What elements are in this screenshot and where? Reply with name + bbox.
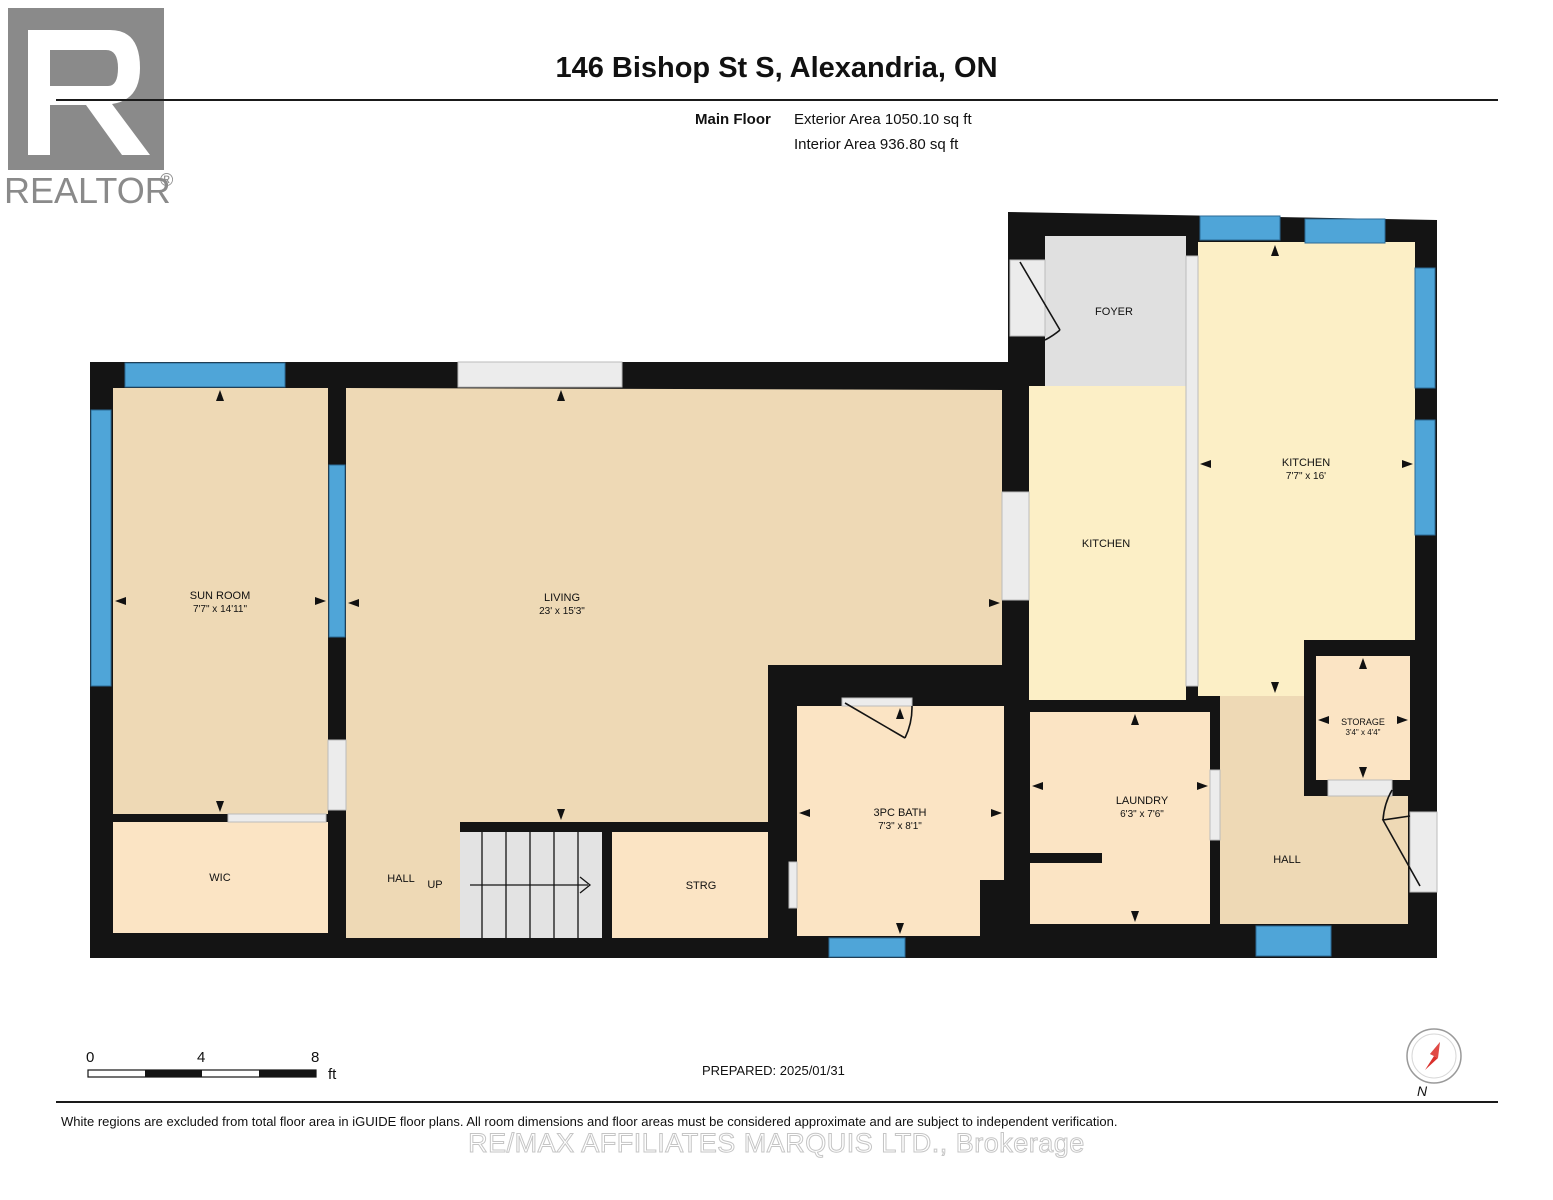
floor-name: Main Floor (695, 111, 771, 128)
laundry-label: LAUNDRY (1116, 795, 1169, 807)
exterior-area: Exterior Area 1050.10 sq ft (794, 111, 972, 128)
hall-east-floor (1220, 696, 1408, 924)
wic-floor (113, 822, 328, 933)
floor-plan: FOYER KITCHEN KITCHEN 7'7" x 16' SUN ROO… (90, 212, 1438, 958)
living-floor (346, 388, 1002, 938)
door-swings (844, 261, 1421, 887)
page-title: 146 Bishop St S, Alexandria, ON (555, 52, 998, 84)
stair-up-label: UP (427, 879, 442, 891)
living-dims: 23' x 15'3" (539, 606, 585, 617)
strg-label: STRG (686, 880, 717, 892)
scale-tick-0: 0 (86, 1049, 94, 1066)
dimension-arrows (115, 245, 1413, 934)
bath-dims: 7'3" x 8'1" (878, 821, 922, 832)
prepared-date: PREPARED: 2025/01/31 (702, 1063, 845, 1078)
bath-floor (797, 706, 1004, 936)
header-divider (56, 99, 1498, 101)
wic-label: WIC (209, 872, 230, 884)
registered-mark: ® (160, 170, 173, 190)
realtor-wordmark: REALTOR (4, 170, 171, 211)
storage-label: STORAGE (1341, 717, 1385, 727)
sun-room-label: SUN ROOM (190, 590, 251, 602)
scale-bar: 0 4 8 ft (86, 1049, 337, 1083)
openings (227, 255, 1438, 909)
storage-floor (1316, 656, 1410, 780)
kitchen-east-floor (1198, 242, 1415, 696)
living-label: LIVING (544, 592, 580, 604)
footer-divider (56, 1101, 1498, 1103)
bath-label: 3PC BATH (874, 807, 927, 819)
compass-north-label: N (1417, 1083, 1428, 1099)
hall-east-label: HALL (1273, 854, 1301, 866)
kitchen-east-label: KITCHEN (1282, 457, 1330, 469)
interior-area: Interior Area 936.80 sq ft (794, 136, 959, 153)
kitchen-west-label: KITCHEN (1082, 538, 1130, 550)
scale-unit: ft (328, 1066, 337, 1083)
foyer-floor (1045, 236, 1186, 386)
foyer-label: FOYER (1095, 306, 1133, 318)
sun-room-dims: 7'7" x 14'11" (193, 604, 248, 615)
scale-tick-8: 8 (311, 1049, 319, 1066)
strg-floor (612, 832, 789, 938)
laundry-floor (1030, 712, 1210, 924)
compass-icon: N (1406, 1028, 1462, 1099)
kitchen-east-dims: 7'7" x 16' (1286, 471, 1326, 482)
stair-treads (470, 832, 592, 938)
sun-room-floor (113, 388, 328, 814)
windows (90, 215, 1436, 958)
hall-west-label: HALL (387, 873, 415, 885)
storage-dims: 3'4" x 4'4" (1346, 728, 1381, 737)
kitchen-west-floor (1029, 386, 1186, 700)
disclaimer-note: White regions are excluded from total fl… (61, 1114, 1118, 1129)
scale-tick-4: 4 (197, 1049, 205, 1066)
realtor-logo: REALTOR ® (4, 8, 173, 211)
laundry-dims: 6'3" x 7'6" (1120, 809, 1164, 820)
brokerage-watermark: RE/MAX AFFILIATES MARQUIS LTD., Brokerag… (468, 1128, 1085, 1159)
